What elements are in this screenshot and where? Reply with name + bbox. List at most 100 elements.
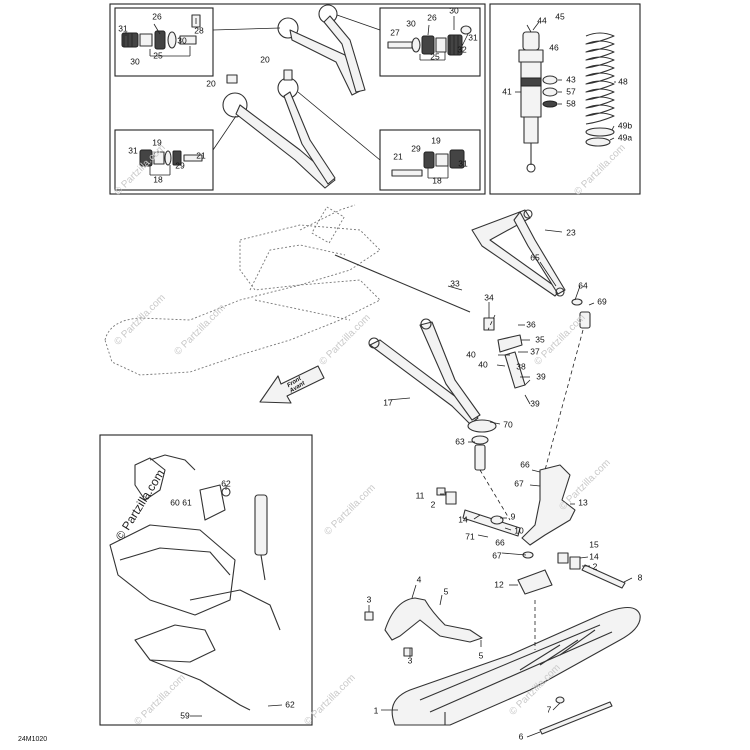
callout-21[interactable]: 21 (393, 151, 403, 162)
callout-12[interactable]: 12 (494, 579, 504, 590)
callout-67[interactable]: 67 (514, 478, 524, 489)
callout-35[interactable]: 35 (535, 334, 545, 345)
callout-27[interactable]: 27 (390, 27, 400, 38)
callout-36[interactable]: 36 (526, 319, 536, 330)
callout-31[interactable]: 31 (468, 32, 478, 43)
callout-71[interactable]: 71 (465, 531, 475, 542)
callout-43[interactable]: 43 (566, 74, 576, 85)
ski-nut (403, 647, 413, 657)
callout-1[interactable]: 1 (373, 705, 379, 716)
bushing-stack-top-right (387, 25, 472, 61)
callout-45[interactable]: 45 (555, 11, 565, 22)
callout-21[interactable]: 21 (196, 150, 206, 161)
callout-26[interactable]: 26 (427, 12, 437, 23)
callout-40[interactable]: 40 (466, 349, 476, 360)
callout-4[interactable]: 4 (416, 574, 422, 585)
callout-61[interactable]: 61 (182, 497, 192, 508)
callout-29[interactable]: 29 (411, 143, 421, 154)
callout-7[interactable]: 7 (546, 704, 552, 715)
callout-29[interactable]: 29 (175, 160, 185, 171)
callout-14[interactable]: 14 (589, 551, 599, 562)
ski (391, 606, 641, 726)
callout-2[interactable]: 2 (430, 499, 436, 510)
callout-67[interactable]: 67 (492, 550, 502, 561)
callout-17[interactable]: 17 (383, 397, 393, 408)
callout-8[interactable]: 8 (637, 572, 643, 583)
callout-3[interactable]: 3 (407, 655, 413, 666)
callout-62[interactable]: 62 (285, 699, 295, 710)
chassis-inset (109, 454, 281, 711)
callout-31[interactable]: 31 (118, 23, 128, 34)
callout-19[interactable]: 19 (152, 137, 162, 148)
callout-30[interactable]: 30 (177, 35, 187, 46)
callout-2[interactable]: 2 (592, 561, 598, 572)
callout-49b[interactable]: 49b (617, 120, 633, 131)
callout-13[interactable]: 13 (578, 497, 588, 508)
callout-28[interactable]: 28 (194, 25, 204, 36)
inset-frame-shock (489, 3, 641, 195)
callout-63[interactable]: 63 (455, 436, 465, 447)
callout-60[interactable]: 60 (170, 497, 180, 508)
callout-31[interactable]: 31 (128, 145, 138, 156)
inset-frame-hardware-bottom-left (114, 129, 214, 191)
callout-14[interactable]: 14 (458, 514, 468, 525)
callout-33[interactable]: 33 (450, 278, 460, 289)
callout-3[interactable]: 3 (366, 594, 372, 605)
callout-23[interactable]: 23 (566, 227, 576, 238)
callout-40[interactable]: 40 (478, 359, 488, 370)
callout-6[interactable]: 6 (518, 731, 524, 742)
callout-62[interactable]: 62 (221, 478, 231, 489)
callout-38[interactable]: 38 (516, 361, 526, 372)
callout-69[interactable]: 69 (597, 296, 607, 307)
callout-66[interactable]: 66 (520, 459, 530, 470)
leader-lines (125, 16, 633, 738)
callout-18[interactable]: 18 (432, 175, 442, 186)
callout-32[interactable]: 32 (457, 44, 467, 55)
inset-frame-hardware-top-left (114, 7, 214, 77)
inset-frame-hardware-top-right (379, 7, 481, 77)
callout-66[interactable]: 66 (495, 537, 505, 548)
callout-15[interactable]: 15 (589, 539, 599, 550)
callout-25[interactable]: 25 (430, 51, 440, 62)
callout-20[interactable]: 20 (260, 54, 270, 65)
inset-frame-chassis (99, 434, 313, 726)
callout-64[interactable]: 64 (578, 280, 588, 291)
bushing-stack-bottom-left (139, 149, 203, 176)
upper-a-arm (471, 209, 566, 297)
callout-9[interactable]: 9 (510, 511, 516, 522)
callout-18[interactable]: 18 (153, 174, 163, 185)
callout-19[interactable]: 19 (431, 135, 441, 146)
callout-30[interactable]: 30 (130, 56, 140, 67)
callout-41[interactable]: 41 (502, 86, 512, 97)
callout-49a[interactable]: 49a (617, 132, 633, 143)
ski-leg-saddle (517, 569, 553, 595)
callout-34[interactable]: 34 (484, 292, 494, 303)
callout-5[interactable]: 5 (478, 650, 484, 661)
callout-5[interactable]: 5 (443, 586, 449, 597)
callout-39[interactable]: 39 (536, 371, 546, 382)
coil-spring (585, 32, 615, 147)
callout-48[interactable]: 48 (618, 76, 628, 87)
callout-58[interactable]: 58 (566, 98, 576, 109)
callout-37[interactable]: 37 (530, 346, 540, 357)
callout-39[interactable]: 39 (530, 398, 540, 409)
callout-30[interactable]: 30 (449, 5, 459, 16)
chassis-phantom (104, 204, 381, 376)
callout-11[interactable]: 11 (415, 490, 425, 501)
callout-10[interactable]: 10 (514, 525, 524, 536)
callout-26[interactable]: 26 (152, 11, 162, 22)
callout-31[interactable]: 31 (458, 158, 468, 169)
callout-25[interactable]: 25 (153, 50, 163, 61)
callout-57[interactable]: 57 (566, 86, 576, 97)
callout-65[interactable]: 65 (530, 252, 540, 263)
upper-a-arm-inset (212, 4, 381, 189)
callout-70[interactable]: 70 (503, 419, 513, 430)
bushing-stack-bottom-right (391, 149, 465, 179)
callout-20[interactable]: 20 (206, 78, 216, 89)
callout-44[interactable]: 44 (537, 15, 547, 26)
callout-46[interactable]: 46 (549, 42, 559, 53)
callout-30[interactable]: 30 (406, 18, 416, 29)
ski-runner (539, 696, 613, 735)
callout-59[interactable]: 59 (180, 710, 190, 721)
